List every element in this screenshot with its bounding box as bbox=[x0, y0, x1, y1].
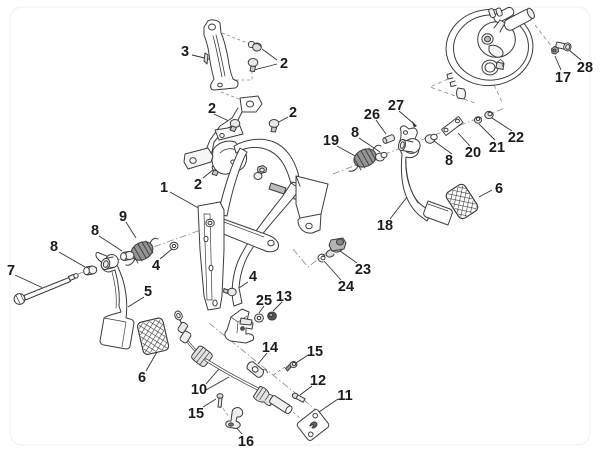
svg-text:28: 28 bbox=[577, 60, 593, 76]
svg-text:4: 4 bbox=[152, 258, 160, 274]
svg-text:2: 2 bbox=[280, 56, 288, 72]
svg-text:20: 20 bbox=[465, 145, 481, 161]
svg-text:8: 8 bbox=[91, 223, 99, 239]
svg-text:6: 6 bbox=[138, 370, 146, 386]
svg-text:14: 14 bbox=[262, 340, 278, 356]
svg-text:2: 2 bbox=[289, 105, 297, 121]
svg-text:16: 16 bbox=[238, 434, 254, 450]
svg-text:12: 12 bbox=[310, 373, 326, 389]
svg-text:10: 10 bbox=[191, 382, 207, 398]
svg-text:3: 3 bbox=[181, 44, 189, 60]
svg-text:21: 21 bbox=[489, 140, 505, 156]
svg-text:2: 2 bbox=[208, 101, 216, 117]
svg-text:4: 4 bbox=[249, 269, 257, 285]
svg-text:23: 23 bbox=[355, 262, 371, 278]
svg-text:19: 19 bbox=[323, 133, 339, 149]
svg-text:5: 5 bbox=[144, 284, 152, 300]
svg-text:27: 27 bbox=[388, 98, 404, 114]
svg-text:8: 8 bbox=[445, 153, 453, 169]
svg-text:8: 8 bbox=[351, 125, 359, 141]
svg-text:22: 22 bbox=[508, 130, 524, 146]
svg-text:18: 18 bbox=[377, 218, 393, 234]
svg-text:25: 25 bbox=[256, 293, 272, 309]
svg-text:24: 24 bbox=[338, 279, 354, 295]
svg-text:9: 9 bbox=[119, 209, 127, 225]
svg-text:17: 17 bbox=[555, 70, 571, 86]
svg-text:1: 1 bbox=[160, 180, 168, 196]
svg-text:13: 13 bbox=[276, 289, 292, 305]
svg-text:2: 2 bbox=[194, 177, 202, 193]
svg-text:6: 6 bbox=[495, 181, 503, 197]
svg-text:11: 11 bbox=[337, 388, 352, 404]
svg-text:15: 15 bbox=[307, 344, 323, 360]
svg-text:7: 7 bbox=[7, 263, 15, 279]
svg-text:15: 15 bbox=[188, 406, 204, 422]
svg-text:8: 8 bbox=[50, 239, 58, 255]
svg-text:26: 26 bbox=[364, 107, 380, 123]
